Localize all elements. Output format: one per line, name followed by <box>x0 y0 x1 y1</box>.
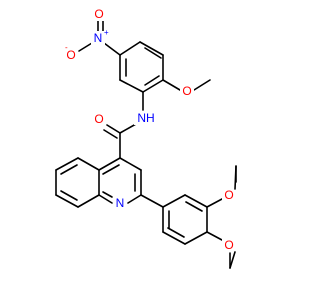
atom-labels: N + O O - O NH O N O O <box>64 7 236 252</box>
bond <box>144 47 162 59</box>
nitro-oxygen-charge: - <box>65 43 68 52</box>
bond <box>162 79 181 91</box>
bond <box>142 79 164 93</box>
bond <box>119 157 142 171</box>
bond <box>167 227 185 238</box>
bond <box>55 157 79 171</box>
bond <box>162 231 186 245</box>
bond <box>102 164 120 175</box>
bond <box>184 231 208 245</box>
bond <box>78 42 93 52</box>
bond <box>55 194 79 208</box>
nitro-nitrogen-label: N <box>94 31 103 45</box>
bond <box>106 124 121 134</box>
bond <box>193 79 211 91</box>
bond <box>229 251 236 269</box>
methoxy-oxygen-right-upper-label: O <box>224 188 233 202</box>
bond <box>185 201 203 212</box>
bond <box>60 164 78 175</box>
bond <box>206 231 223 241</box>
bond <box>60 190 78 201</box>
bond <box>234 165 237 190</box>
nitro-oxygen-left-label: O <box>66 48 75 62</box>
bond <box>119 41 141 56</box>
bonds <box>55 19 237 269</box>
bond <box>144 75 160 86</box>
bond <box>98 157 121 171</box>
bond <box>162 194 186 208</box>
bond <box>119 79 144 93</box>
bond <box>206 198 223 208</box>
bond <box>127 194 142 204</box>
quinoline-nitrogen-label: N <box>116 196 125 210</box>
bond <box>77 194 100 208</box>
methoxy-methyl-bonds <box>229 165 237 269</box>
bond <box>140 194 164 208</box>
methoxy-oxygen-top-label: O <box>182 84 191 98</box>
bond <box>119 123 137 134</box>
bond <box>139 41 164 56</box>
carbonyl-oxygen-label: O <box>94 112 103 126</box>
methoxy-oxygen-right-lower-label: O <box>224 238 233 252</box>
chemical-structure-diagram: N + O O - O NH O N O O <box>55 7 237 269</box>
bond <box>77 157 100 171</box>
amide-nitrogen-label: NH <box>137 111 154 125</box>
bond <box>103 129 118 139</box>
bond <box>184 194 208 208</box>
bond <box>98 194 113 204</box>
bond <box>103 42 121 56</box>
bond <box>102 191 113 198</box>
nitro-nitrogen-charge: + <box>104 28 109 37</box>
nitro-oxygen-top-label: O <box>94 7 103 21</box>
